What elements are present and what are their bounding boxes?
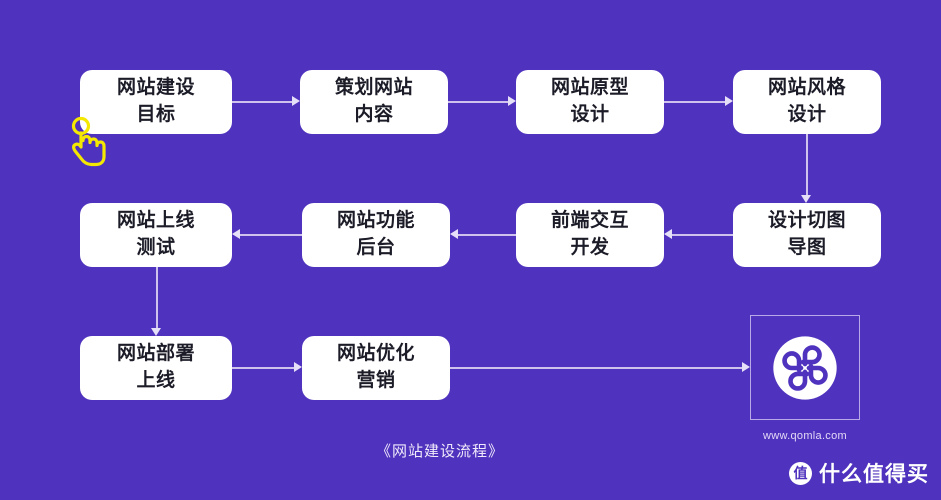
- flow-node-prototype-design[interactable]: 网站原型 设计: [516, 70, 664, 134]
- arrowhead-n2-n3: [508, 96, 516, 106]
- flow-node-line1: 网站部署: [116, 343, 195, 365]
- arrowhead-n8-n9: [151, 328, 161, 336]
- watermark-text: 什么值得买: [819, 463, 929, 486]
- arrowhead-n3-n4: [725, 96, 733, 106]
- flow-node-line2: 设计: [570, 104, 610, 125]
- flow-node-line1: 网站建设: [116, 77, 195, 99]
- arrowhead-n4-n5: [801, 195, 811, 203]
- arrowhead-n5-n6: [664, 229, 672, 239]
- flow-node-line1: 前端交互: [550, 210, 629, 232]
- flow-node-style-design[interactable]: 网站风格 设计: [733, 70, 881, 134]
- arrowhead-n10-logo: [742, 362, 750, 372]
- flow-node-line2: 上线: [136, 370, 176, 391]
- flow-node-line2: 导图: [787, 237, 827, 258]
- connector-n5-n6: [672, 234, 733, 236]
- flow-node-line1: 设计切图: [767, 210, 846, 232]
- connector-n10-logo: [450, 367, 742, 369]
- logo-url-text: www.qomla.com: [763, 430, 847, 442]
- connector-n4-n5: [806, 134, 808, 195]
- watermark-badge-icon: 值: [789, 461, 812, 485]
- flow-node-line2: 测试: [136, 237, 176, 258]
- flow-node-line1: 网站功能: [336, 210, 415, 232]
- qomla-clover-logo-icon: [773, 335, 837, 400]
- flow-node-line1: 网站优化: [336, 343, 415, 365]
- arrowhead-n9-n10: [294, 362, 302, 372]
- flow-node-line2: 设计: [787, 104, 827, 125]
- diagram-caption: 《网站建设流程》: [375, 443, 504, 460]
- flow-node-optimize-marketing[interactable]: 网站优化 营销: [302, 336, 450, 400]
- flow-node-deploy-online[interactable]: 网站部署 上线: [80, 336, 232, 400]
- arrowhead-n1-n2: [292, 96, 300, 106]
- arrowhead-n6-n7: [450, 229, 458, 239]
- flow-node-line1: 网站上线: [116, 210, 195, 232]
- flow-node-line1: 策划网站: [334, 77, 413, 99]
- connector-n7-n8: [240, 234, 302, 236]
- tap-hand-cursor-icon: [71, 116, 106, 167]
- watermark: 值 什么值得买: [789, 458, 929, 488]
- connector-n8-n9: [156, 267, 158, 328]
- flow-node-line2: 目标: [136, 104, 176, 125]
- flow-node-design-slicing[interactable]: 设计切图 导图: [733, 203, 881, 267]
- flow-node-backend-features[interactable]: 网站功能 后台: [302, 203, 450, 267]
- flow-node-line2: 开发: [570, 237, 610, 258]
- flow-node-line2: 后台: [356, 237, 396, 258]
- flow-node-line1: 网站原型: [550, 77, 629, 99]
- flow-node-line1: 网站风格: [767, 77, 846, 99]
- flow-node-website-goal[interactable]: 网站建设 目标: [80, 70, 232, 134]
- arrowhead-n7-n8: [232, 229, 240, 239]
- flow-node-plan-content[interactable]: 策划网站 内容: [300, 70, 448, 134]
- qomla-logo-card[interactable]: [750, 315, 860, 420]
- flow-node-launch-testing[interactable]: 网站上线 测试: [80, 203, 232, 267]
- connector-n2-n3: [448, 101, 508, 103]
- connector-n6-n7: [458, 234, 516, 236]
- connector-n1-n2: [232, 101, 292, 103]
- connector-n9-n10: [232, 367, 294, 369]
- connector-n3-n4: [664, 101, 725, 103]
- flow-node-line2: 内容: [354, 104, 394, 125]
- flow-node-line2: 营销: [356, 370, 396, 391]
- flow-node-frontend-dev[interactable]: 前端交互 开发: [516, 203, 664, 267]
